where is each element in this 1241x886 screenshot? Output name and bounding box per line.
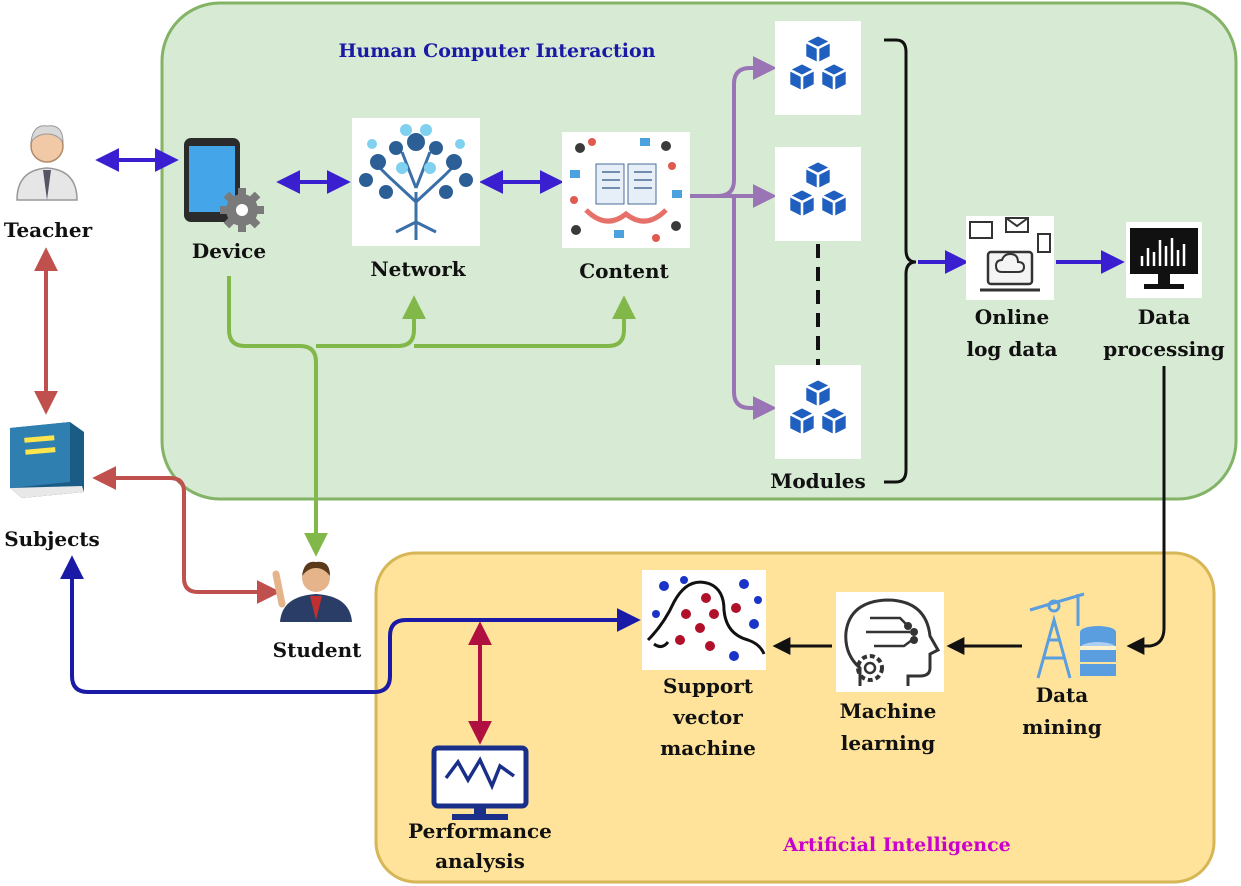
connectors [34,38,1166,745]
module-cubes-icon [775,365,861,459]
device-label: Device [192,239,266,263]
online-log-icon [966,216,1054,300]
data-mining-label-line2: mining [1022,715,1101,739]
network-label: Network [370,257,466,281]
ai-region [374,551,1216,884]
machine-learning-head-icon [836,592,944,692]
svm-label-line2: vector [672,705,743,729]
content-label: Content [579,259,669,283]
online-log-label-line1: Online [975,305,1049,329]
module-cubes-icon [775,21,861,115]
data-mining-label-line1: Data [1036,683,1089,707]
student-label: Student [273,638,362,662]
modules-bracket [884,38,917,484]
ai-title: Artificial Intelligence [782,834,1011,856]
network-tree-icon [352,118,480,246]
book-icon [10,422,84,498]
ml-label-line2: learning [841,731,935,755]
performance-monitor-icon [431,745,529,820]
student-icon [272,561,352,622]
ml-label-line1: Machine [840,699,937,723]
online-log-label-line2: log data [966,337,1057,361]
svm-label-line3: machine [660,736,756,760]
module-cubes-icon [775,147,861,241]
modules-label: Modules [770,469,866,493]
teacher-icon [16,125,78,201]
svm-label-line1: Support [663,674,754,698]
hci-region [160,1,1238,501]
teacher-label: Teacher [4,218,93,242]
arrow-device-to-student [227,276,328,557]
data-processing-label-line1: Data [1138,305,1191,329]
data-monitor-icon [1126,222,1202,298]
hci-title: Human Computer Interaction [338,40,655,62]
arrow-svm-subjects [60,555,641,694]
arrow-processing-mining [1126,366,1166,655]
subjects-label: Subjects [4,527,100,551]
arrow-to-content [414,295,636,348]
arrow-to-network [316,295,426,348]
performance-label-line2: analysis [435,849,525,873]
content-collage-icon [562,132,690,248]
arrow-content-module-3 [732,196,777,420]
data-mining-icon [1029,592,1116,679]
data-processing-label-line2: processing [1103,337,1224,361]
performance-label-line1: Performance [408,819,552,843]
svm-scatter-icon [642,570,766,670]
